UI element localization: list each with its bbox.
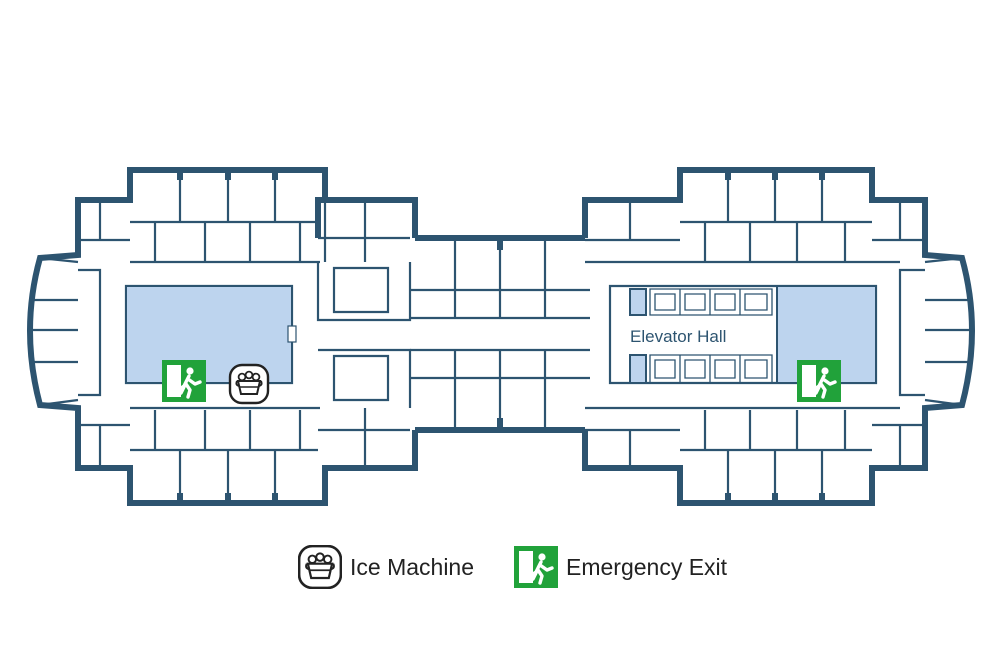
legend-label: Ice Machine <box>350 553 475 580</box>
ice-machine-icon <box>228 363 270 405</box>
elevator-bank <box>629 288 773 384</box>
elevator-hall-label: Elevator Hall <box>630 327 726 346</box>
legend-label: Emergency Exit <box>566 553 728 580</box>
ice-machine-icon <box>298 545 342 589</box>
emergency-exit-icon <box>795 358 843 404</box>
legend-emergency-exit: Emergency Exit <box>514 543 727 591</box>
center-connector <box>410 235 590 433</box>
left-wing <box>27 167 418 506</box>
emergency-exit-icon <box>160 358 208 404</box>
left-corridor <box>125 285 293 384</box>
emergency-exit-icon <box>514 545 558 589</box>
legend-ice-machine: Ice Machine <box>298 543 474 591</box>
right-wing: Elevator Hall <box>582 167 975 506</box>
